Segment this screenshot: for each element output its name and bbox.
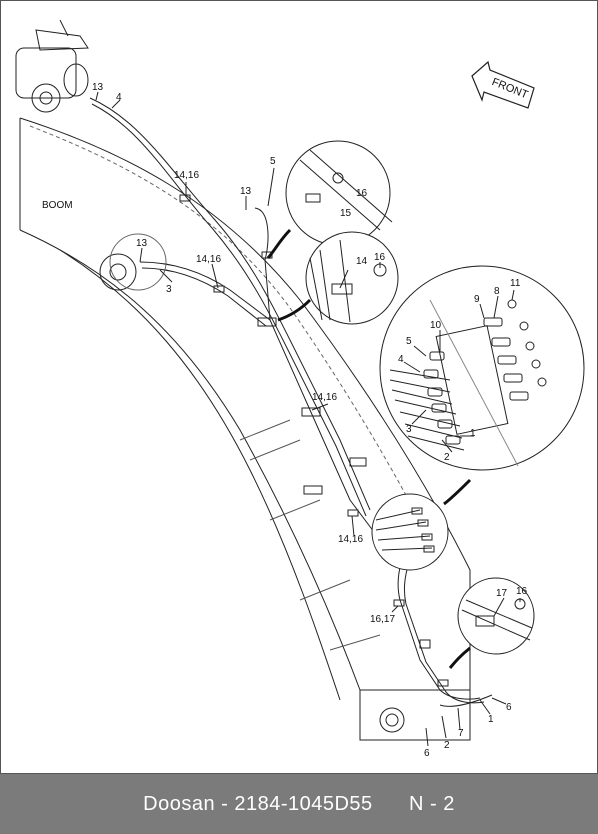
callout-5-top: 5 [270,156,276,167]
callout-1-bottom: 1 [488,714,494,725]
callout-5-detail3: 5 [406,336,412,347]
hydraulic-piping-diagram: FRONT BOOM 13 4 14,16 13 5 16 15 13 14,1… [15,19,585,759]
footer-page-ref: N - 2 [409,792,455,815]
boom-pivot-bracket [15,47,77,99]
boom-lower-edge [59,249,341,701]
callout-13-mid: 13 [240,186,252,197]
callout-3-left: 3 [166,284,172,295]
footer-bar: Doosan - 2184-1045D55 N - 2 [0,774,598,834]
callout-2-detail3: 2 [444,452,450,463]
callout-14-16-top: 14,16 [174,170,199,181]
detail-circle-fittings [371,493,449,571]
footer-separator: - [215,792,235,815]
callout-6-right: 6 [506,702,512,713]
callout-16-detail1: 16 [356,188,368,199]
callout-1-detail3: 1 [470,428,476,439]
callout-8: 8 [494,286,500,297]
manifold-block [435,325,509,435]
boom-pivot-pin [31,83,61,113]
callout-16-detail2: 16 [374,252,386,263]
callout-10: 10 [430,320,442,331]
hose-4 [89,97,371,511]
boom-outline-top [19,117,471,690]
callout-14-16-bottom: 14,16 [338,534,363,545]
hose-4b [91,103,367,517]
boom-web-line [29,125,441,561]
detail-circle-clamp-14 [305,231,399,325]
callout-6-bottom: 6 [424,748,430,759]
boom-label: BOOM [42,200,73,211]
callout-11: 11 [510,278,521,289]
detail-circle-clamp-17 [457,577,535,655]
footer-gap [373,793,409,816]
hose-3 [139,261,271,321]
callout-14-16-mid: 14,16 [196,254,221,265]
hose-end-6 [439,694,493,707]
callout-15-detail1: 15 [340,208,352,219]
callout-9: 9 [474,294,480,305]
callout-14-16-lower: 14,16 [312,392,337,403]
callout-4-detail3: 4 [398,354,404,365]
boom-end [359,689,471,741]
boom-end-pin [379,707,405,733]
boom-outline-inner [19,229,361,691]
callout-16-detail5: 16 [516,586,528,597]
hose-3b [141,267,267,327]
callout-16-17: 16,17 [370,614,395,625]
front-arrow [471,60,535,109]
callout-7: 7 [458,728,464,739]
callout-2-bottom: 2 [444,740,450,751]
callout-4-top: 4 [116,92,122,103]
hose-5 [254,207,381,541]
callout-13-top: 13 [92,82,104,93]
footer-part-number: 2184-1045D55 [234,792,373,815]
detail-circle-manifold [379,265,585,471]
cylinder-fitting [99,253,137,291]
footer-brand: Doosan [143,792,216,815]
front-label: FRONT [490,76,530,101]
callout-17: 17 [496,588,508,599]
callout-3-detail3: 3 [406,424,412,435]
callout-14-detail2: 14 [356,256,368,267]
callout-13-left: 13 [136,238,148,249]
